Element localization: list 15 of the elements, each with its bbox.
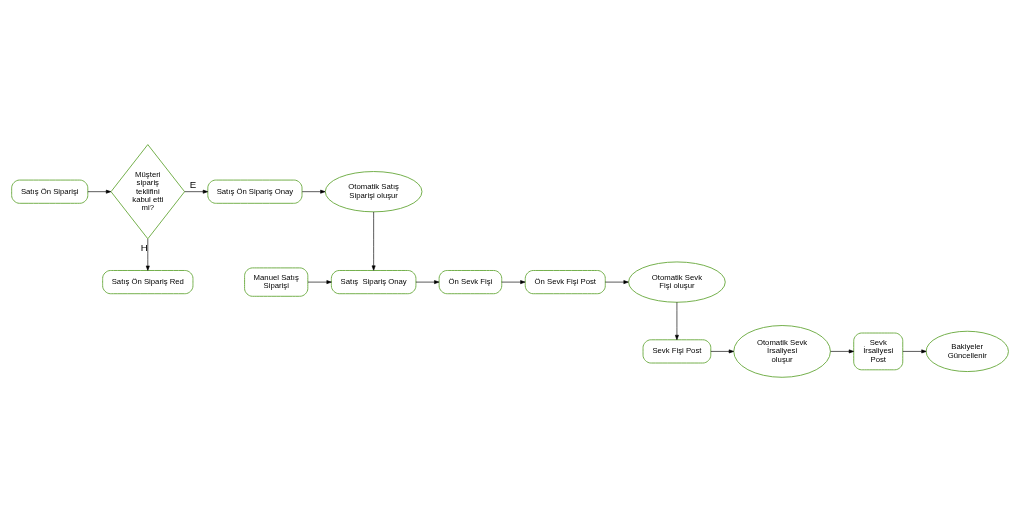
arrow	[145, 238, 150, 271]
arrow	[415, 279, 440, 284]
arrow	[710, 349, 734, 353]
arrow	[184, 189, 208, 194]
arrow	[371, 211, 376, 271]
arrow	[87, 189, 112, 194]
arrow	[605, 279, 629, 284]
arrow	[675, 301, 679, 340]
edge-label: E	[189, 178, 197, 190]
edge-label: H	[140, 241, 148, 253]
arrow	[307, 279, 332, 284]
arrow	[902, 349, 927, 353]
arrow	[501, 279, 526, 284]
arrow	[301, 189, 326, 194]
arrow	[830, 349, 854, 353]
